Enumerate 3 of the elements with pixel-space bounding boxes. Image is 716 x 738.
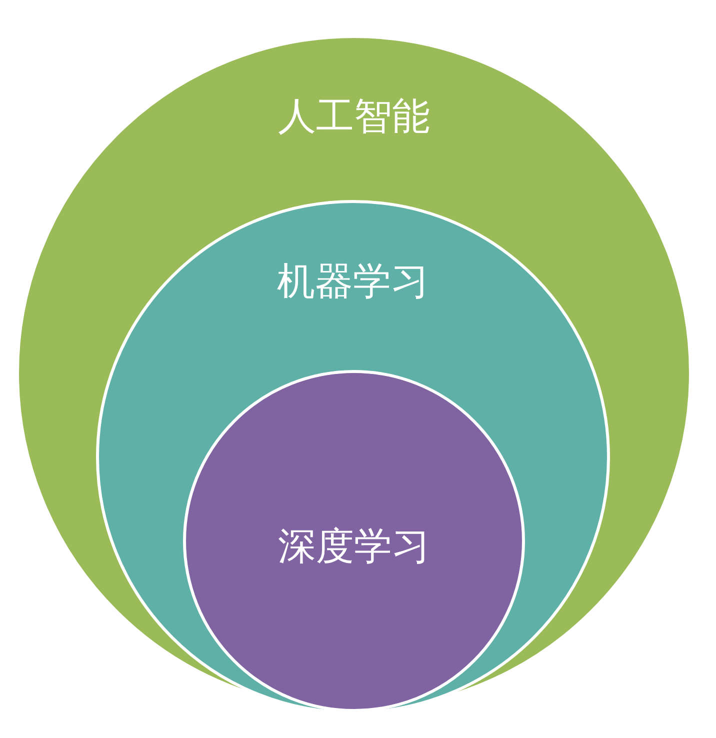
circle-label: 机器学习 — [277, 258, 429, 304]
circle-label: 深度学习 — [278, 523, 430, 569]
circle-label: 人工智能 — [278, 93, 430, 139]
